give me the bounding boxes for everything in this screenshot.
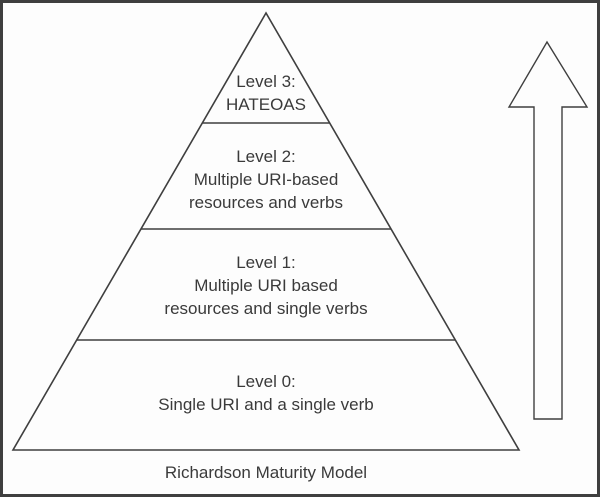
diagram-caption: Richardson Maturity Model	[165, 463, 367, 482]
level-2-title: Level 2:	[236, 147, 296, 166]
level-0-description: Single URI and a single verb	[158, 395, 373, 414]
level-1-description-line1: Multiple URI based	[194, 276, 338, 295]
level-3-title: Level 3:	[236, 72, 296, 91]
pyramid-level-0: Level 0: Single URI and a single verb	[158, 372, 373, 414]
level-3-description: HATEOAS	[226, 95, 306, 114]
pyramid-level-3: Level 3: HATEOAS	[226, 72, 306, 114]
level-0-title: Level 0:	[236, 372, 296, 391]
pyramid-outline	[11, 11, 521, 451]
pyramid-level-2: Level 2: Multiple URI-based resources an…	[189, 147, 343, 212]
up-arrow-icon	[507, 40, 589, 420]
level-2-description-line1: Multiple URI-based	[194, 170, 339, 189]
level-1-title: Level 1:	[236, 253, 296, 272]
level-2-description-line2: resources and verbs	[189, 193, 343, 212]
pyramid-level-1: Level 1: Multiple URI based resources an…	[164, 253, 367, 318]
level-1-description-line2: resources and single verbs	[164, 299, 367, 318]
